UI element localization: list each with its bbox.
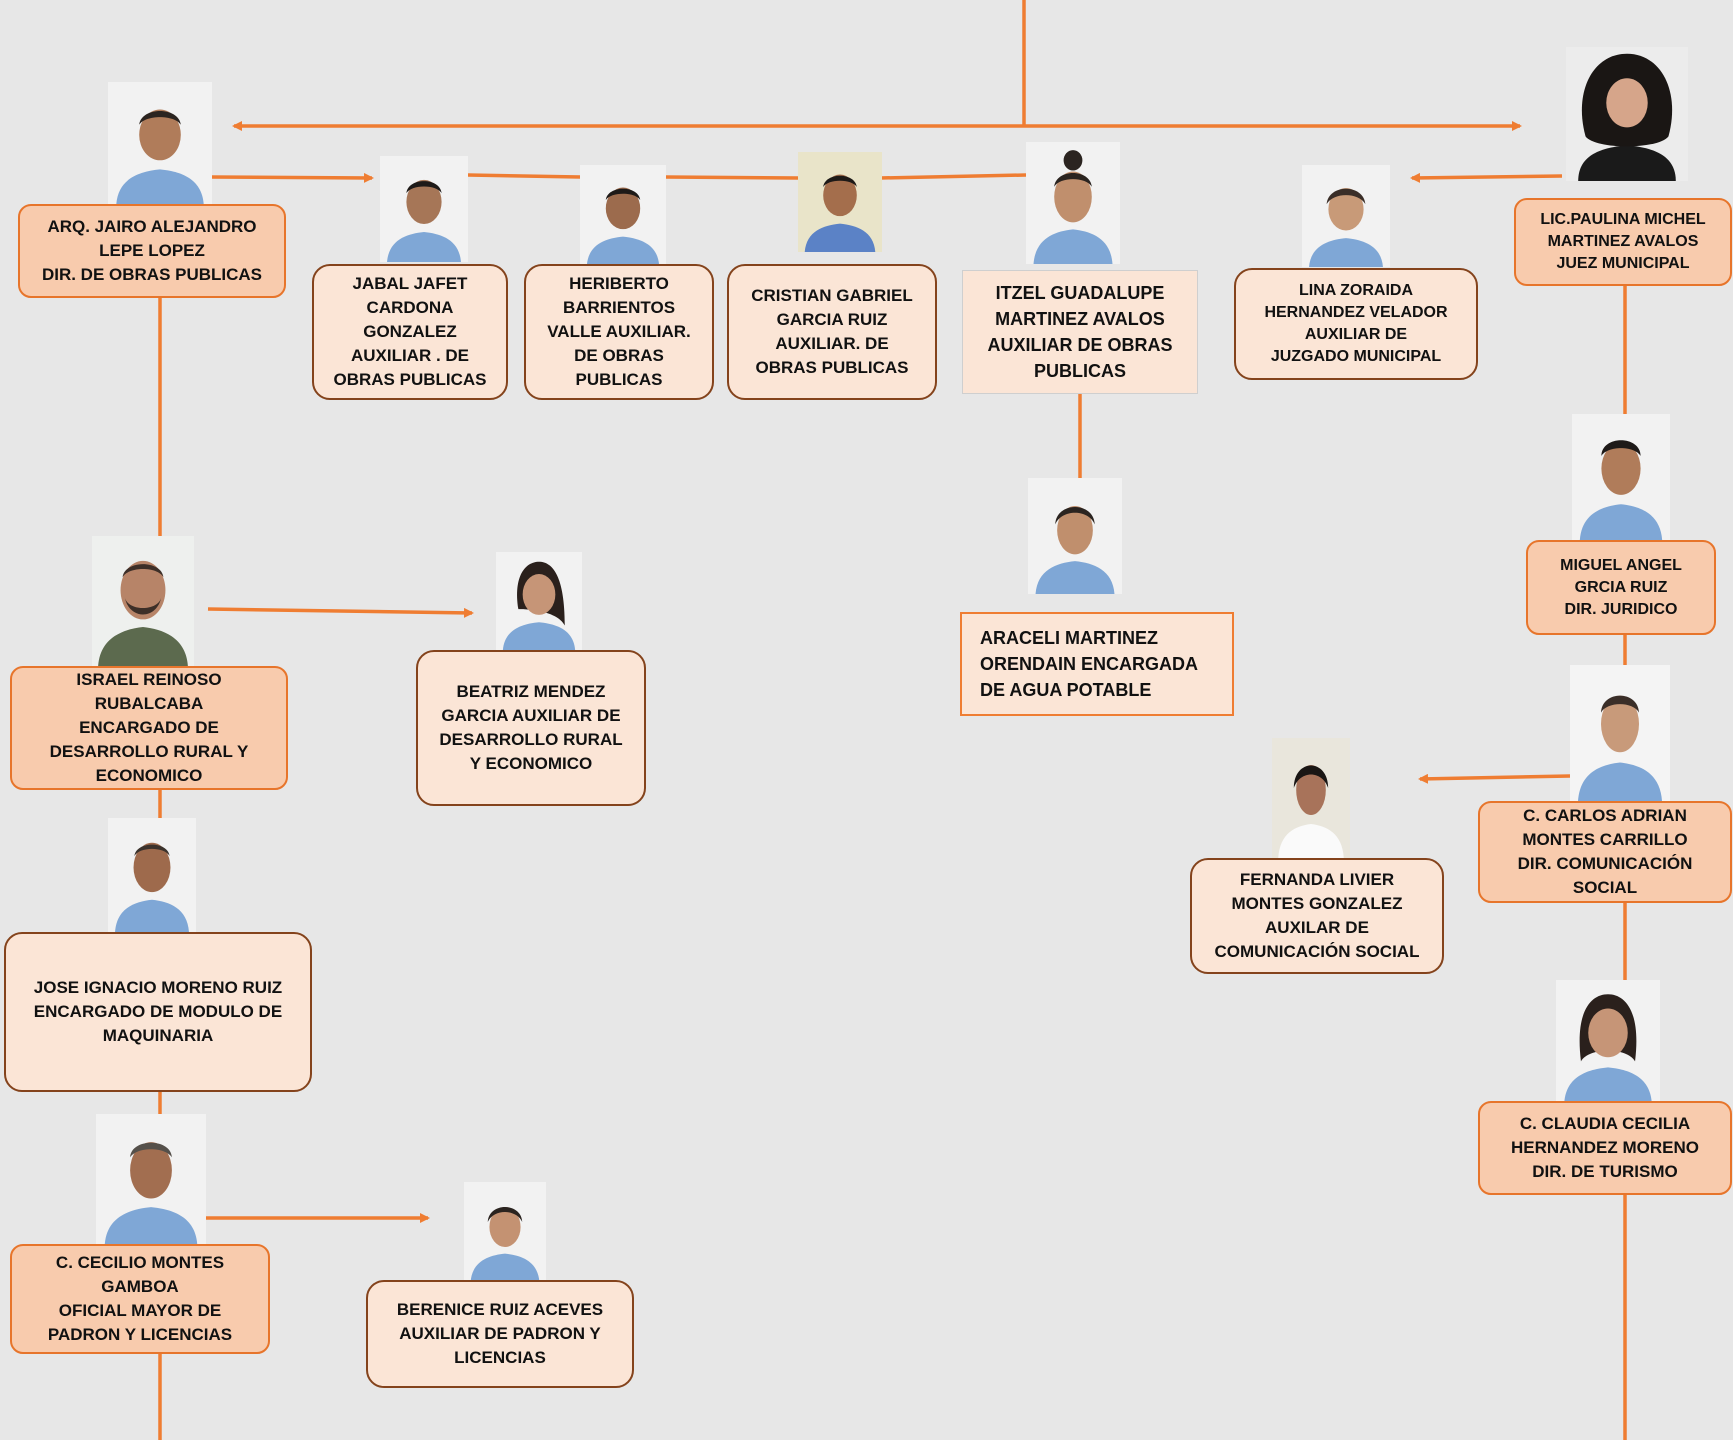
beatriz-photo (496, 552, 582, 650)
person-photo-icon (108, 818, 196, 932)
box-fernanda: FERNANDA LIVIER MONTES GONZALEZ AUXILAR … (1190, 858, 1444, 974)
box-paulina-label: LIC.PAULINA MICHEL MARTINEZ AVALOS JUEZ … (1540, 211, 1706, 272)
fernanda-photo (1272, 738, 1350, 858)
box-cristian-label: CRISTIAN GABRIEL GARCIA RUIZ AUXILIAR. D… (751, 286, 913, 377)
box-jose-label: JOSE IGNACIO MORENO RUIZ ENCARGADO DE MO… (33, 978, 283, 1045)
heriberto-photo (580, 165, 666, 265)
person-photo-icon (1028, 478, 1122, 594)
box-miguel: MIGUEL ANGEL GRCIA RUIZ DIR. JURIDICO (1526, 540, 1716, 635)
box-lina-label: LINA ZORAIDA HERNANDEZ VELADOR AUXILIAR … (1264, 282, 1448, 365)
box-fernanda-label: FERNANDA LIVIER MONTES GONZALEZ AUXILAR … (1214, 870, 1420, 961)
box-carlos: C. CARLOS ADRIAN MONTES CARRILLO DIR. CO… (1478, 801, 1732, 903)
box-jabal-label: JABAL JAFET CARDONA GONZALEZ AUXILIAR . … (333, 274, 487, 389)
cecilio-photo (96, 1114, 206, 1244)
person-photo-icon (1556, 980, 1660, 1102)
box-jose: JOSE IGNACIO MORENO RUIZ ENCARGADO DE MO… (4, 932, 312, 1092)
paulina-photo (1566, 47, 1688, 181)
arrow-to-lina (1410, 172, 1563, 183)
chain-line-2 (664, 175, 799, 180)
person-photo-icon (580, 165, 666, 265)
person-photo-icon (108, 82, 212, 204)
claudia-photo (1556, 980, 1660, 1102)
person-photo-icon (92, 536, 194, 666)
box-jabal: JABAL JAFET CARDONA GONZALEZ AUXILIAR . … (312, 264, 508, 400)
person-photo-icon (464, 1182, 546, 1282)
box-cristian: CRISTIAN GABRIEL GARCIA RUIZ AUXILIAR. D… (727, 264, 937, 400)
person-photo-icon (1272, 738, 1350, 858)
jairo-photo (108, 82, 212, 204)
person-photo-icon (380, 156, 468, 262)
miguel-photo (1572, 414, 1670, 540)
carlos-photo (1570, 665, 1670, 801)
person-photo-icon (1566, 47, 1688, 181)
arrow-to-jabal (209, 172, 374, 183)
box-israel: ISRAEL REINOSO RUBALCABA ENCARGADO DE DE… (10, 666, 288, 790)
jose-photo (108, 818, 196, 932)
box-israel-label: ISRAEL REINOSO RUBALCABA ENCARGADO DE DE… (49, 670, 249, 785)
box-heriberto-label: HERIBERTO BARRIENTOS VALLE AUXILIAR. DE … (547, 274, 691, 389)
lina-photo (1302, 165, 1390, 267)
box-claudia: C. CLAUDIA CECILIA HERNANDEZ MORENO DIR.… (1478, 1101, 1732, 1195)
person-photo-icon (496, 552, 582, 650)
israel-photo (92, 536, 194, 666)
itzel-photo (1026, 142, 1120, 264)
box-beatriz: BEATRIZ MENDEZ GARCIA AUXILIAR DE DESARR… (416, 650, 646, 806)
box-paulina: LIC.PAULINA MICHEL MARTINEZ AVALOS JUEZ … (1514, 198, 1732, 286)
box-araceli: ARACELI MARTINEZ ORENDAIN ENCARGADA DE A… (960, 612, 1234, 716)
person-photo-icon (1026, 142, 1120, 264)
box-itzel-label: ITZEL GUADALUPE MARTINEZ AVALOS AUXILIAR… (987, 283, 1173, 381)
cristian-photo (798, 152, 882, 252)
box-miguel-label: MIGUEL ANGEL GRCIA RUIZ DIR. JURIDICO (1560, 556, 1682, 618)
box-berenice-label: BERENICE RUIZ ACEVES AUXILIAR DE PADRON … (396, 1300, 604, 1367)
box-jairo: ARQ. JAIRO ALEJANDRO LEPE LOPEZ DIR. DE … (18, 204, 286, 298)
box-carlos-label: C. CARLOS ADRIAN MONTES CARRILLO DIR. CO… (1517, 806, 1693, 897)
box-itzel: ITZEL GUADALUPE MARTINEZ AVALOS AUXILIAR… (962, 270, 1198, 394)
box-beatriz-label: BEATRIZ MENDEZ GARCIA AUXILIAR DE DESARR… (439, 682, 623, 773)
box-cecilio-label: C. CECILIO MONTES GAMBOA OFICIAL MAYOR D… (47, 1253, 233, 1344)
jabal-photo (380, 156, 468, 262)
chain-line-1 (467, 173, 581, 179)
chain-line-3 (879, 173, 1027, 180)
person-photo-icon (1302, 165, 1390, 267)
berenice-photo (464, 1182, 546, 1282)
person-photo-icon (798, 152, 882, 252)
box-claudia-label: C. CLAUDIA CECILIA HERNANDEZ MORENO DIR.… (1511, 1114, 1699, 1181)
box-jairo-label: ARQ. JAIRO ALEJANDRO LEPE LOPEZ DIR. DE … (41, 217, 263, 284)
box-lina: LINA ZORAIDA HERNANDEZ VELADOR AUXILIAR … (1234, 268, 1478, 380)
box-heriberto: HERIBERTO BARRIENTOS VALLE AUXILIAR. DE … (524, 264, 714, 400)
person-photo-icon (1570, 665, 1670, 801)
arrow-to-beatriz (207, 607, 474, 618)
person-photo-icon (96, 1114, 206, 1244)
araceli-photo (1028, 478, 1122, 594)
person-photo-icon (1572, 414, 1670, 540)
box-araceli-label: ARACELI MARTINEZ ORENDAIN ENCARGADA DE A… (980, 628, 1199, 700)
box-berenice: BERENICE RUIZ ACEVES AUXILIAR DE PADRON … (366, 1280, 634, 1388)
arrow-to-fernanda (1418, 773, 1571, 784)
box-cecilio: C. CECILIO MONTES GAMBOA OFICIAL MAYOR D… (10, 1244, 270, 1354)
